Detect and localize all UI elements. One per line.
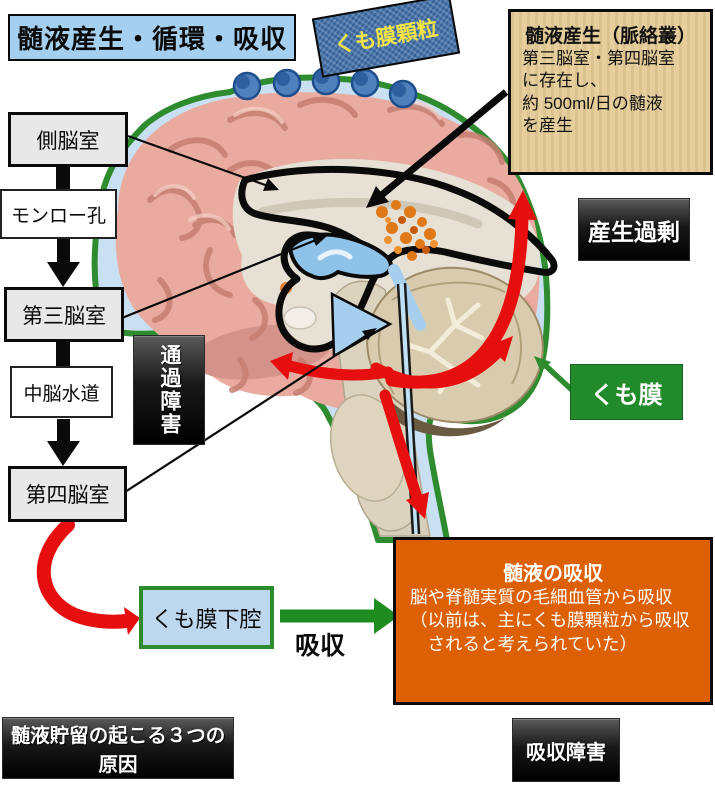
flow-step-third-ventricle: 第三脳室: [4, 287, 124, 342]
csf-production-line: に存在し、: [522, 71, 607, 91]
csf-production-line: を産生: [522, 116, 573, 136]
subarachnoid-space-box: くも膜下腔: [139, 586, 274, 649]
flow-step-fourth-ventricle: 第四脳室: [8, 466, 127, 522]
csf-production-line: 第三脳室・第四脳室: [522, 49, 675, 68]
csf-absorption-line: （以前は、主にくも膜顆粒から吸収: [410, 610, 690, 631]
fourth-ventricle-pointer: [124, 334, 368, 493]
third-ventricle-pointer: [121, 238, 317, 320]
csf-production-box: 髄液産生（脈絡叢） 第三脳室・第四脳室 に存在し、 約 500ml/日の髄液 を…: [508, 9, 713, 175]
flow-arrow-to-subarachnoid: [36, 518, 133, 629]
pointer-arrows: [121, 89, 509, 493]
flowchart-arrows: [47, 167, 80, 466]
choroid-plexus: [376, 200, 438, 261]
csf-absorption-box: 髄液の吸収 脳や脊髄実質の毛細血管から吸収 （以前は、主にくも膜顆粒から吸収 さ…: [393, 537, 713, 705]
csf-production-line: 約 500ml/日の髄液: [522, 93, 663, 113]
retention-causes-tag: 髄液貯留の起こる３つの原因: [2, 717, 234, 779]
flow-step-aqueduct: 中脳水道: [10, 366, 113, 418]
flow-arrow-down-cord: [379, 389, 423, 504]
csf-flow-arrows: [36, 208, 529, 629]
flow-step-lateral-ventricle: 側脳室: [8, 112, 128, 167]
membrane-pointer-arrow: [544, 363, 575, 394]
pointer-arrowheads: [263, 178, 389, 340]
flow-arrow-around-cerebellum: [370, 344, 506, 389]
lateral-ventricle-pointer: [127, 134, 269, 188]
passage-obstruction-tag: 通過障害: [133, 335, 205, 445]
pituitary: [283, 306, 317, 330]
cerebellum-folia-shadow: [385, 395, 505, 437]
absorption-failure-tag: 吸収障害: [512, 718, 620, 782]
overproduction-tag: 産生過剰: [578, 198, 690, 261]
absorption-arrow-label: 吸収: [294, 632, 345, 660]
third-ventricle: [287, 232, 393, 281]
choroid-pointer: [375, 89, 509, 201]
csf-flow-arrowheads: [124, 190, 537, 635]
arachnoid-granulations: [232, 66, 418, 109]
csf-absorption-line: されると考えられていた）: [410, 633, 637, 654]
flow-step-foramen-of-monro: モンロー孔: [0, 189, 117, 239]
green-arrows: [280, 356, 575, 634]
arachnoid-membrane-label: くも膜: [570, 364, 683, 420]
csf-production-header: 髄液産生（脈絡叢）: [524, 26, 696, 47]
csf-absorption-line: 脳や脊髄実質の毛細血管から吸収: [410, 587, 673, 607]
fourth-ventricle: [330, 291, 393, 359]
page-title: 髄液産生・循環・吸収: [8, 14, 296, 61]
csf-absorption-header: 髄液の吸収: [503, 563, 603, 585]
